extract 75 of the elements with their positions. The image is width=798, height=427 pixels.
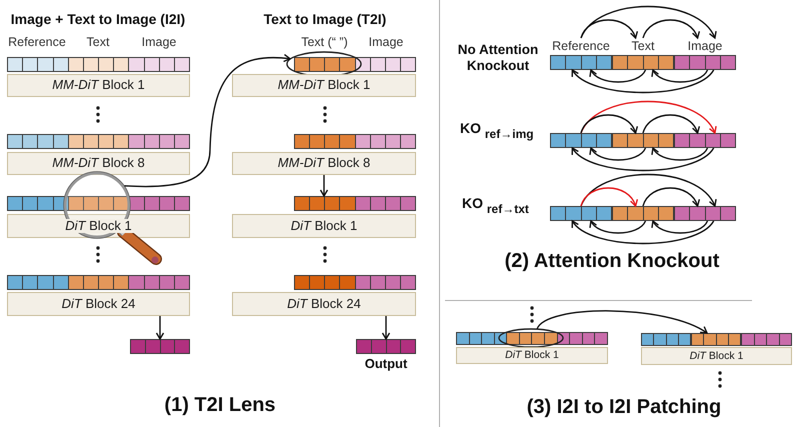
- arrow: [320, 175, 328, 197]
- attention-arc: [580, 6, 716, 39]
- attention-arc: [590, 220, 646, 234]
- column-heading: Text to Image (T2I): [262, 11, 388, 28]
- attention-arc: [580, 100, 716, 134]
- attention-arc: [580, 174, 716, 207]
- token-strip: [7, 275, 190, 290]
- highlight-ellipse: [498, 328, 564, 348]
- block-label: DiT Block 24: [285, 296, 363, 312]
- token-strip: [741, 333, 792, 346]
- token-group-label: Reference: [7, 35, 67, 50]
- panel-caption: (2) Attention Knockout: [504, 250, 720, 273]
- transformer-block: [641, 347, 792, 365]
- token-strip: [674, 133, 736, 148]
- token-strip: [7, 196, 190, 211]
- token-strip: [612, 206, 674, 221]
- attention-arc: [590, 69, 646, 83]
- row-label: KO $_{ref→img}$: [460, 120, 535, 142]
- transformer-block: [232, 74, 416, 97]
- attention-arc: [572, 147, 714, 172]
- transformer-block: [7, 152, 190, 175]
- transformer-block: [232, 152, 416, 175]
- token-group-label: Text: [86, 35, 110, 50]
- token-strip: [294, 134, 416, 149]
- arrow: [382, 316, 390, 340]
- token-strip: [294, 275, 416, 290]
- row-label: KO $_{ref→txt}$: [462, 195, 530, 217]
- token-strip: [674, 206, 736, 221]
- token-strip: [550, 206, 612, 221]
- block-label: DiT Block 24: [60, 296, 138, 312]
- attention-arc: [652, 69, 708, 83]
- token-strip: [7, 134, 190, 149]
- transformer-block: [7, 74, 190, 97]
- attention-arc: [642, 19, 700, 39]
- row-label: No Attention Knockout: [456, 42, 540, 74]
- transformer-block: [232, 214, 416, 238]
- token-strip: [641, 333, 691, 346]
- transformer-block: [456, 347, 608, 364]
- token-strip: [7, 57, 190, 72]
- attention-arc: [572, 220, 714, 244]
- block-label: DiT Block 1: [688, 350, 746, 362]
- attention-arc: [642, 187, 700, 207]
- attention-arc: [572, 69, 714, 94]
- token-strip: [130, 339, 190, 354]
- transformer-block: [7, 214, 190, 238]
- output-label: Output: [364, 357, 408, 372]
- attention-arc: [652, 220, 708, 234]
- token-strip: [294, 57, 416, 72]
- attention-arc: [652, 147, 708, 161]
- transformer-block: [232, 292, 416, 316]
- block-label: DiT Block 1: [63, 218, 134, 234]
- transformer-block: [7, 292, 190, 316]
- token-group-label: Image: [686, 38, 724, 54]
- column-heading: Image + Text to Image (I2I): [10, 11, 186, 28]
- token-group-label: Image: [368, 35, 404, 50]
- attention-arc: [580, 187, 638, 207]
- block-label: DiT Block 1: [288, 218, 360, 234]
- token-strip: [356, 339, 416, 354]
- attention-arc: [590, 147, 646, 161]
- token-group-label: Text: [630, 38, 656, 54]
- token-group-label: Reference: [551, 38, 611, 54]
- arrow: [156, 316, 164, 340]
- token-strip: [294, 196, 416, 211]
- token-strip: [691, 333, 741, 346]
- attention-arc: [580, 114, 638, 134]
- token-group-label: Image: [140, 35, 178, 50]
- token-group-label: Text (“ ”): [300, 35, 349, 50]
- attention-arc: [642, 114, 700, 134]
- curved-arrow: [536, 310, 708, 334]
- token-strip: [612, 133, 674, 148]
- attention-arc: [580, 19, 638, 39]
- panel-caption: (1) T2I Lens: [163, 394, 277, 417]
- token-strip: [456, 332, 608, 345]
- panel-caption: (3) I2I to I2I Patching: [526, 396, 722, 419]
- token-strip: [550, 133, 612, 148]
